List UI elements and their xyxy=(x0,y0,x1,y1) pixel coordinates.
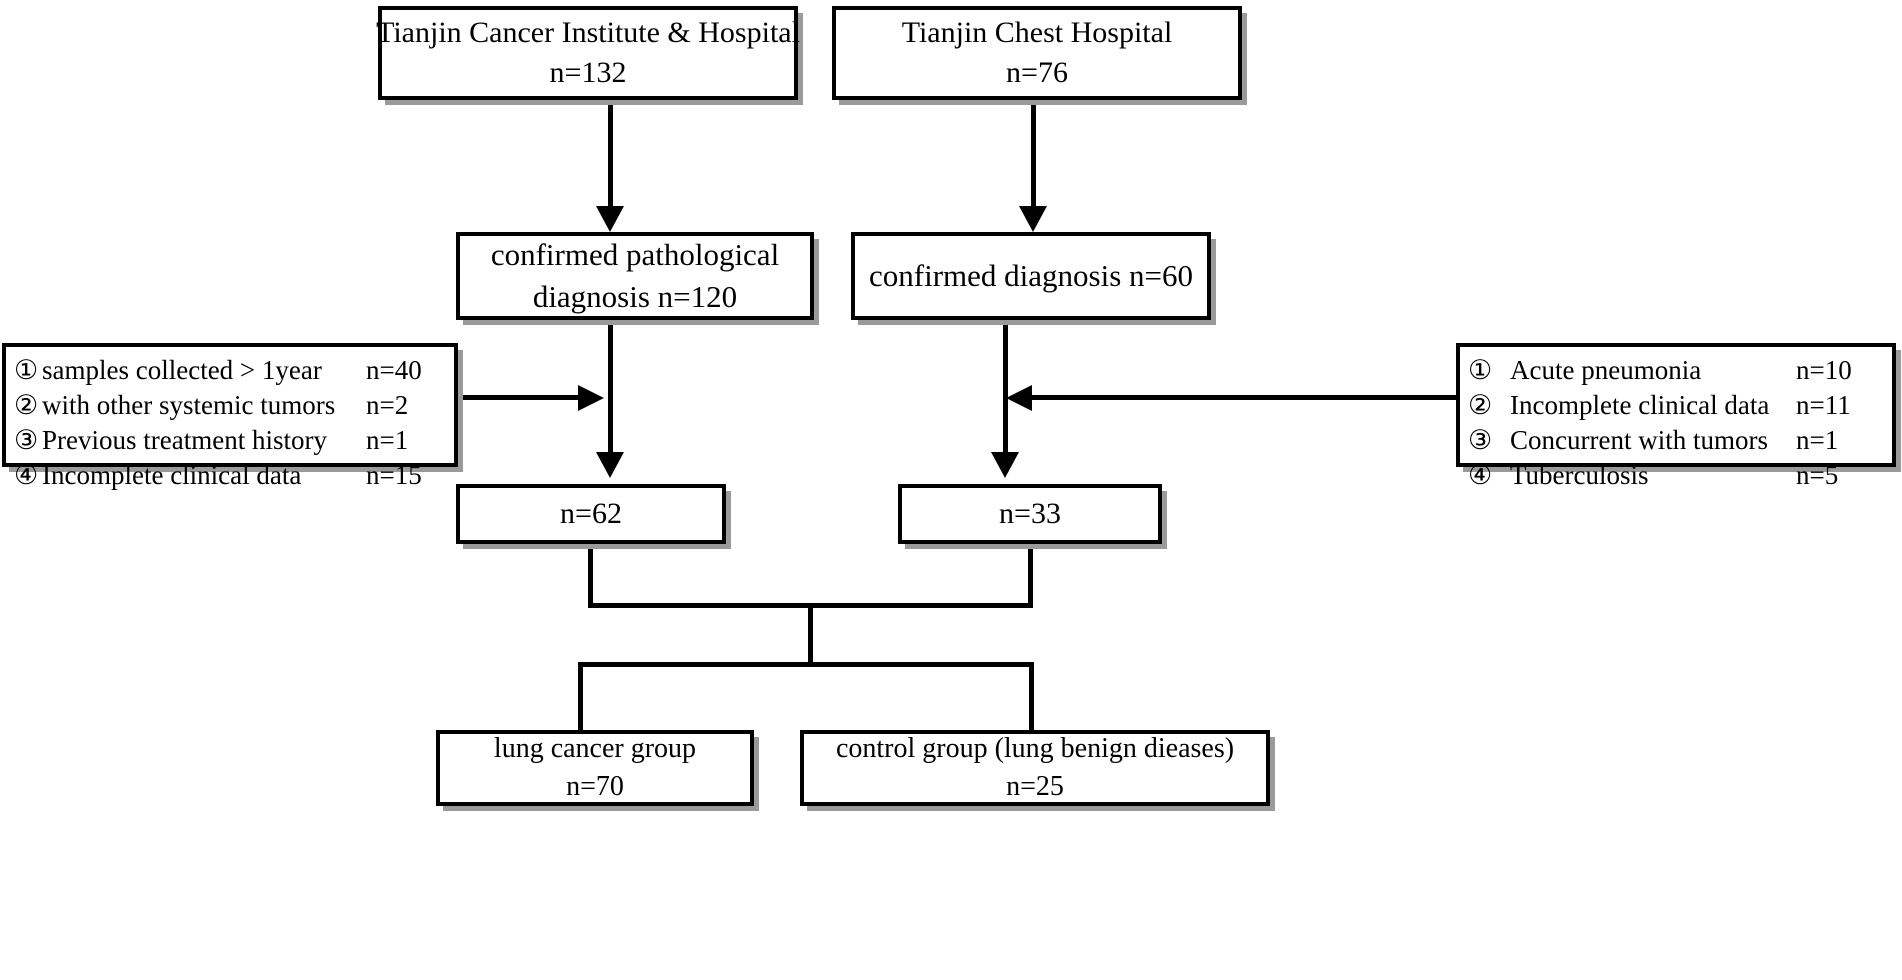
list-marker-1-icon: ① xyxy=(14,355,39,385)
connector-group-control-down xyxy=(1029,662,1034,732)
list-marker-3-icon: ③ xyxy=(1468,425,1493,456)
source-right-count: n=76 xyxy=(1006,56,1068,89)
exclusions-box-left: ① samples collected > 1year n=40 ② with … xyxy=(2,343,458,490)
exclusion-text: Incomplete clinical data xyxy=(1510,390,1770,421)
exclusion-text: Incomplete clinical data xyxy=(42,460,302,491)
exclusion-text: Concurrent with tumors xyxy=(1510,425,1768,456)
list-marker-2-icon: ② xyxy=(1468,390,1493,421)
exclusion-count: n=15 xyxy=(366,460,422,491)
arrowhead-exclusions-left xyxy=(578,385,604,411)
group-box-control: control group (lung benign dieases) n=25 xyxy=(800,730,1270,806)
exclusion-item: ① Acute pneumonia n=10 xyxy=(1468,353,1882,388)
exclusions-box-right: ① Acute pneumonia n=10 ② Incomplete clin… xyxy=(1456,343,1896,490)
list-marker-1-icon: ① xyxy=(1468,355,1493,385)
source-left-count: n=132 xyxy=(549,56,627,89)
list-marker-4-icon: ④ xyxy=(14,460,39,491)
connector-confirmed-left-down xyxy=(608,320,613,460)
exclusion-item: ③ Previous treatment history n=1 xyxy=(14,423,444,458)
group-case-label: lung cancer group xyxy=(493,733,697,765)
confirmed-left-line1: confirmed pathological xyxy=(490,237,780,273)
exclusion-item: ③ Concurrent with tumors n=1 xyxy=(1468,423,1882,458)
group-box-case: lung cancer group n=70 xyxy=(436,730,754,806)
exclusion-count: n=40 xyxy=(366,355,422,385)
exclusion-text: Previous treatment history xyxy=(42,425,327,456)
remaining-box-right: n=33 xyxy=(898,484,1162,544)
connector-exclusions-right-arrow xyxy=(1032,395,1456,400)
connector-split-horizontal xyxy=(578,662,1034,667)
remaining-left-count: n=62 xyxy=(560,496,622,530)
confirmed-left-line2: diagnosis n=120 xyxy=(532,279,738,314)
arrowhead-exclusions-right xyxy=(1006,385,1032,411)
connector-remaining-right-down xyxy=(1028,544,1033,606)
remaining-right-count: n=33 xyxy=(999,496,1061,530)
list-marker-4-icon: ④ xyxy=(1468,460,1493,491)
confirmed-box-right: confirmed diagnosis n=60 xyxy=(851,232,1211,320)
connector-source-left-down xyxy=(608,100,613,212)
exclusion-text: with other systemic tumors xyxy=(42,390,336,421)
exclusion-text: Tuberculosis xyxy=(1510,460,1649,491)
source-left-name: Tianjin Cancer Institute & Hospital xyxy=(376,15,800,49)
arrowhead-source-left-down xyxy=(596,206,624,232)
exclusion-item: ① samples collected > 1year n=40 xyxy=(14,353,444,388)
source-box-left: Tianjin Cancer Institute & Hospital n=13… xyxy=(376,6,800,100)
exclusions-right-list: ① Acute pneumonia n=10 ② Incomplete clin… xyxy=(1468,353,1882,493)
connector-source-right-down xyxy=(1031,100,1036,212)
connector-group-case-down xyxy=(578,662,583,732)
confirmed-right-line1: confirmed diagnosis n=60 xyxy=(869,258,1193,294)
confirmed-box-left: confirmed pathological diagnosis n=120 xyxy=(456,232,814,320)
exclusion-count: n=11 xyxy=(1796,390,1851,421)
arrowhead-confirmed-left-down xyxy=(596,452,624,478)
source-right-name: Tianjin Chest Hospital xyxy=(901,15,1173,49)
exclusion-count: n=5 xyxy=(1796,460,1839,491)
group-case-count: n=70 xyxy=(566,771,624,802)
exclusion-item: ② with other systemic tumors n=2 xyxy=(14,388,444,423)
exclusion-text: Acute pneumonia xyxy=(1510,355,1702,385)
exclusion-item: ② Incomplete clinical data n=11 xyxy=(1468,388,1882,423)
connector-trunk-down xyxy=(808,603,813,665)
exclusions-left-list: ① samples collected > 1year n=40 ② with … xyxy=(14,353,444,493)
remaining-box-left: n=62 xyxy=(456,484,726,544)
connector-remaining-left-down xyxy=(588,544,593,606)
arrowhead-confirmed-right-down xyxy=(991,452,1019,478)
arrowhead-source-right-down xyxy=(1019,206,1047,232)
connector-confirmed-right-down xyxy=(1003,320,1008,460)
exclusion-count: n=1 xyxy=(366,425,409,456)
exclusion-text: samples collected > 1year xyxy=(42,355,322,385)
exclusion-count: n=10 xyxy=(1796,355,1852,385)
connector-exclusions-left-arrow xyxy=(458,395,580,400)
group-control-count: n=25 xyxy=(1006,771,1064,802)
source-box-right: Tianjin Chest Hospital n=76 xyxy=(832,6,1242,100)
exclusion-count: n=1 xyxy=(1796,425,1839,456)
list-marker-3-icon: ③ xyxy=(14,425,39,456)
group-control-label: control group (lung benign dieases) xyxy=(835,733,1235,765)
list-marker-2-icon: ② xyxy=(14,390,39,421)
exclusion-item: ④ Tuberculosis n=5 xyxy=(1468,458,1882,493)
exclusion-item: ④ Incomplete clinical data n=15 xyxy=(14,458,444,493)
exclusion-count: n=2 xyxy=(366,390,409,421)
